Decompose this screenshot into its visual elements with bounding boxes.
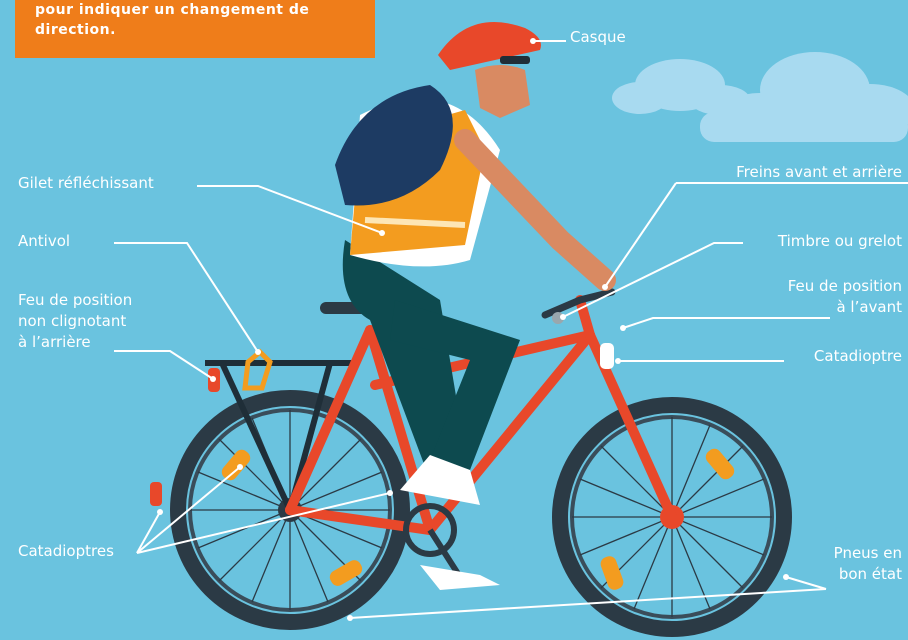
- note-line: direction.: [35, 20, 385, 40]
- front-light: [600, 343, 614, 369]
- label-catadioptre: Catadioptre: [814, 346, 902, 367]
- label-feu-arriere: Feu de position non clignotant à l’arriè…: [18, 290, 132, 353]
- label-line: à l’avant: [788, 297, 902, 318]
- label-feu-avant: Feu de position à l’avant: [788, 276, 902, 318]
- label-antivol: Antivol: [18, 231, 70, 252]
- label-line: Pneus en: [834, 543, 902, 564]
- label-gilet: Gilet réfléchissant: [18, 173, 154, 194]
- label-pneus: Pneus en bon état: [834, 543, 902, 585]
- label-freins: Freins avant et arrière: [736, 162, 902, 183]
- label-casque: Casque: [570, 27, 626, 48]
- info-note-text: pour indiquer un changement de direction…: [35, 0, 385, 40]
- label-line: Feu de position: [788, 276, 902, 297]
- label-line: non clignotant: [18, 311, 132, 332]
- lock-icon: [245, 352, 270, 388]
- note-line: pour indiquer un changement de: [35, 0, 385, 20]
- label-line: à l’arrière: [18, 332, 132, 353]
- info-note-box: pour indiquer un changement de direction…: [15, 0, 375, 58]
- label-line: Feu de position: [18, 290, 132, 311]
- label-timbre: Timbre ou grelot: [778, 231, 902, 252]
- label-catadioptres: Catadioptres: [18, 541, 114, 562]
- clouds: [612, 52, 908, 142]
- rear-rack: [205, 363, 358, 510]
- rear-reflector: [150, 482, 162, 506]
- label-line: bon état: [834, 564, 902, 585]
